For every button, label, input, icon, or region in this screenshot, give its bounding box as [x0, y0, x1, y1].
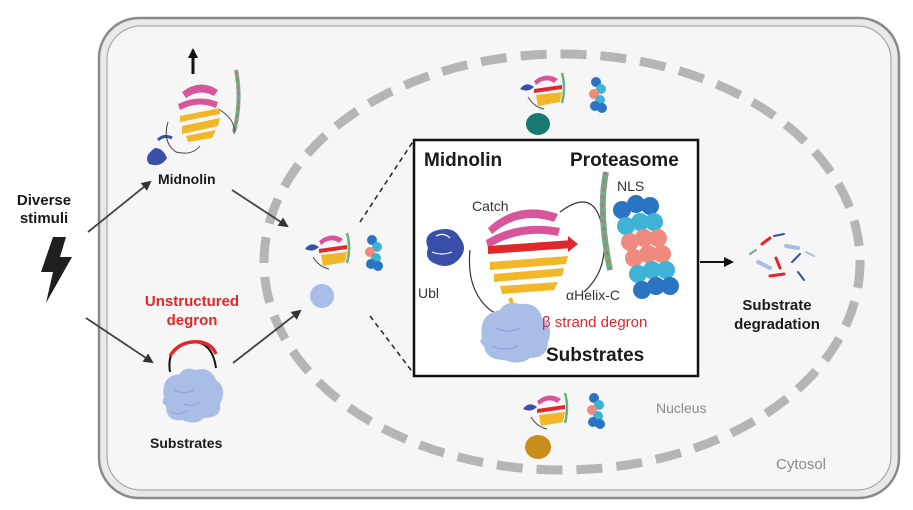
arrow-substrates-to-nucleus [232, 309, 302, 364]
teal-substrate [526, 113, 550, 135]
midnolin-cytosol-structure [147, 69, 241, 166]
zoom-line-bottom [369, 315, 415, 375]
diverse-stimuli-label: Diverse stimuli [16, 192, 72, 227]
proteasome-inset [613, 195, 679, 299]
unstructured-degron-label: Unstructured degron [144, 293, 240, 329]
lightning-icon [41, 237, 72, 303]
ubl-domain [426, 229, 464, 266]
inset-proteasome-title: Proteasome [570, 150, 679, 171]
arrow-stimuli-to-midnolin [87, 180, 152, 233]
nls-label: NLS [617, 178, 645, 194]
midnolin-cytosol-label: Midnolin [158, 171, 216, 187]
catch-label: Catch [472, 198, 509, 214]
nucleus-envelope [259, 49, 865, 475]
zoom-line-top [359, 139, 415, 223]
arrow-stimuli-to-substrates [85, 317, 154, 364]
beta-strand-degron-label: β strand degron [542, 314, 648, 331]
substrate-entry [310, 284, 334, 308]
substrate-cytosol-structure [162, 340, 224, 423]
substrates-cytosol-label: Substrates [150, 435, 223, 451]
alpha-helix-c-label: αHelix-C [566, 287, 620, 303]
inset-midnolin-title: Midnolin [424, 150, 503, 171]
nucleus-label: Nucleus [656, 400, 707, 416]
degradation-fragments [749, 233, 815, 281]
substrate-inset [480, 302, 550, 363]
arrow-midnolin-to-nucleus [231, 189, 289, 228]
inset-substrates-label: Substrates [546, 345, 645, 366]
substrate-degradation-label: Substrate degradation [734, 297, 820, 333]
cytosol-label: Cytosol [776, 456, 827, 473]
ubl-label: Ubl [418, 285, 440, 301]
gold-substrate [525, 435, 551, 459]
